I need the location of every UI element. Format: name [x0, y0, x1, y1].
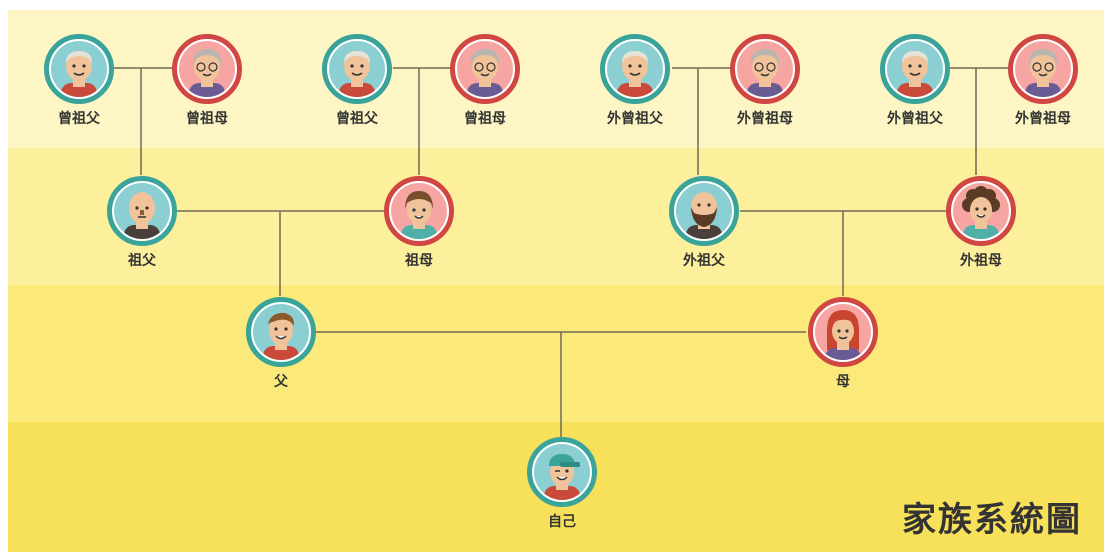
person-label: 曾祖父	[58, 111, 100, 127]
avatar	[384, 176, 454, 246]
person-label: 曾祖母	[186, 111, 228, 127]
person-label: 外曾祖父	[887, 111, 943, 127]
elderly-man-icon	[897, 51, 933, 97]
person-label: 曾祖母	[464, 111, 506, 127]
woman-red-hair-icon	[825, 310, 861, 360]
person-label: 外祖父	[683, 253, 725, 269]
diagram-title: 家族系統圖	[902, 500, 1082, 540]
man-icon	[263, 312, 299, 360]
avatar	[808, 297, 878, 367]
elderly-man-icon	[61, 51, 97, 97]
person-label: 祖父	[128, 253, 156, 269]
person-label: 曾祖父	[336, 111, 378, 127]
person-label: 外曾祖父	[607, 111, 663, 127]
bearded-man-icon	[686, 192, 722, 239]
avatar	[172, 34, 242, 104]
elderly-woman-icon	[1025, 49, 1061, 97]
boy-cap-icon	[544, 454, 580, 500]
elderly-man-icon	[617, 51, 653, 97]
person-label: 母	[836, 374, 850, 390]
person-label: 外曾祖母	[1015, 111, 1071, 127]
elderly-man-icon	[339, 51, 375, 97]
avatar	[730, 34, 800, 104]
person-label: 自己	[548, 514, 576, 530]
person-label: 父	[274, 374, 288, 390]
elderly-woman-icon	[747, 49, 783, 97]
person-label: 外曾祖母	[737, 111, 793, 127]
avatar	[669, 176, 739, 246]
avatar	[450, 34, 520, 104]
curly-woman-icon	[962, 186, 1000, 239]
avatar	[322, 34, 392, 104]
avatar	[527, 437, 597, 507]
elderly-woman-icon	[467, 49, 503, 97]
bald-man-icon	[124, 192, 160, 239]
avatar	[600, 34, 670, 104]
avatar	[107, 176, 177, 246]
avatar	[246, 297, 316, 367]
woman-icon	[401, 191, 437, 239]
avatar	[946, 176, 1016, 246]
avatar	[1008, 34, 1078, 104]
person-label: 祖母	[405, 253, 433, 269]
avatar	[880, 34, 950, 104]
person-label: 外祖母	[960, 253, 1002, 269]
avatar	[44, 34, 114, 104]
generation-band-3	[8, 285, 1104, 422]
elderly-woman-icon	[189, 49, 225, 97]
generation-band-2	[8, 148, 1104, 285]
